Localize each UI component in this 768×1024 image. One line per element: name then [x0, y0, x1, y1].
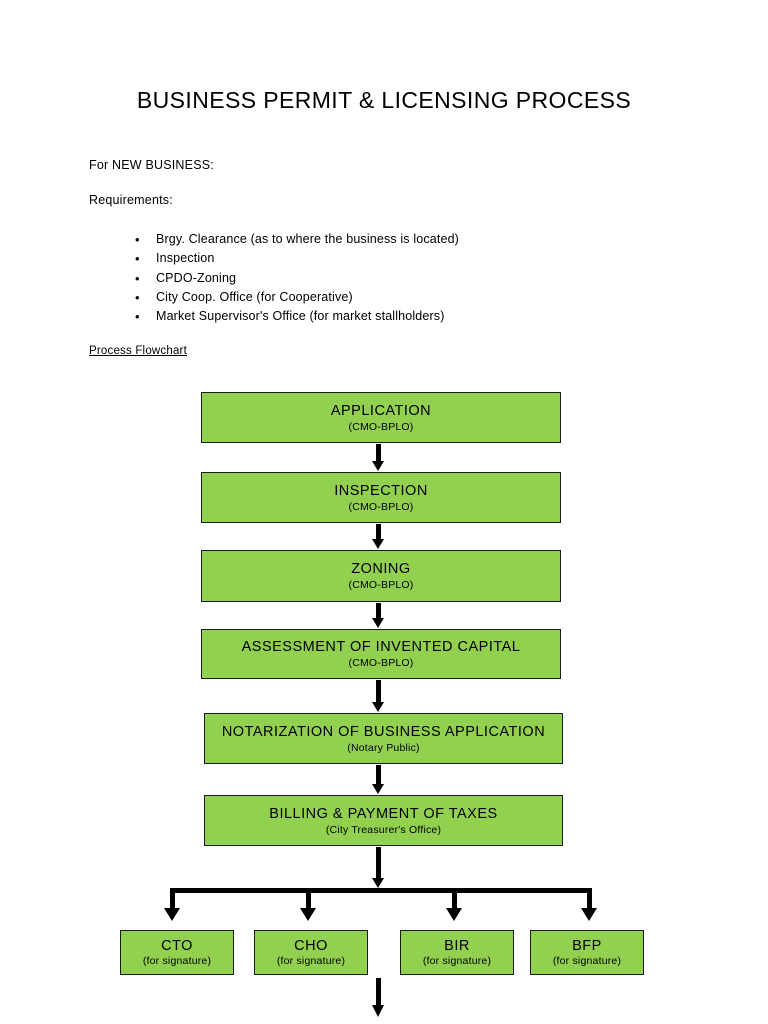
flow-step-subtitle: (CMO-BPLO) — [348, 579, 414, 591]
flow-arrow-down-icon — [372, 978, 385, 1024]
arrow-head — [372, 878, 384, 888]
flow-arrow-down-icon — [372, 524, 385, 549]
flow-step-assessment: ASSESSMENT OF INVENTED CAPITAL (CMO-BPLO… — [201, 629, 561, 679]
arrow-shaft — [376, 978, 381, 1005]
flow-step-subtitle: (CMO-BPLO) — [348, 500, 414, 513]
flow-arrow-down-icon — [372, 847, 385, 890]
branch-shaft — [587, 888, 592, 910]
flow-step-title: ZONING — [351, 561, 411, 577]
flow-step-subtitle: (City Treasurer's Office) — [325, 823, 442, 836]
flow-step-subtitle: (CMO-BPLO) — [348, 657, 414, 669]
bullet-icon: • — [135, 309, 140, 325]
flow-step-bfp: BFP (for signature) — [530, 930, 644, 975]
flow-step-title: CTO — [161, 937, 193, 954]
flow-step-subtitle: (for signature) — [276, 954, 346, 967]
flow-step-subtitle: (Notary Public) — [347, 741, 420, 754]
flow-step-notarization: NOTARIZATION OF BUSINESS APPLICATION (No… — [204, 713, 563, 764]
list-item: • City Coop. Office (for Cooperative) — [128, 288, 459, 307]
list-item-label: CPDO-Zoning — [156, 270, 237, 285]
requirements-heading: Requirements: — [89, 193, 173, 207]
flow-step-title: BFP — [572, 937, 602, 954]
list-item-label: Inspection — [156, 251, 215, 266]
arrow-shaft — [376, 847, 381, 878]
arrow-head — [372, 618, 384, 628]
requirements-list: • Brgy. Clearance (as to where the busin… — [128, 230, 459, 326]
branch-arrow-head-icon — [581, 908, 597, 921]
flow-step-title: CHO — [294, 937, 328, 954]
flow-step-zoning: ZONING (CMO-BPLO) — [201, 550, 561, 602]
flow-step-subtitle: (for signature) — [142, 954, 212, 967]
flow-step-cto: CTO (for signature) — [120, 930, 234, 975]
bullet-icon: • — [135, 289, 140, 305]
flow-arrow-down-icon — [372, 680, 385, 712]
subject-line: For NEW BUSINESS: — [89, 158, 214, 172]
arrow-head — [372, 1005, 384, 1017]
list-item: • Brgy. Clearance (as to where the busin… — [128, 230, 459, 249]
flow-step-title: BIR — [444, 937, 470, 954]
flow-arrow-down-icon — [372, 444, 385, 471]
flow-step-billing: BILLING & PAYMENT OF TAXES (City Treasur… — [204, 795, 563, 846]
branch-shaft — [170, 888, 175, 910]
branch-shaft — [306, 888, 311, 910]
flow-branch-connector — [170, 888, 592, 893]
list-item-label: Brgy. Clearance (as to where the busines… — [156, 232, 459, 246]
list-item: • Market Supervisor's Office (for market… — [128, 307, 459, 326]
arrow-shaft — [376, 765, 381, 784]
arrow-shaft — [376, 444, 381, 461]
bullet-icon: • — [135, 232, 140, 247]
flow-step-bir: BIR (for signature) — [400, 930, 514, 975]
arrow-head — [372, 539, 384, 549]
arrow-head — [372, 784, 384, 794]
flow-step-subtitle: (CMO-BPLO) — [348, 420, 414, 433]
flow-step-cho: CHO (for signature) — [254, 930, 368, 975]
arrow-head — [372, 702, 384, 712]
branch-arrow-head-icon — [446, 908, 462, 921]
page-title: BUSINESS PERMIT & LICENSING PROCESS — [136, 87, 632, 113]
list-item-label: City Coop. Office (for Cooperative) — [156, 289, 353, 304]
bullet-icon: • — [135, 270, 140, 286]
flow-step-title: BILLING & PAYMENT OF TAXES — [269, 805, 498, 822]
branch-arrow-head-icon — [164, 908, 180, 921]
flow-arrow-down-icon — [372, 765, 385, 794]
arrow-shaft — [376, 603, 381, 618]
branch-shaft — [452, 888, 457, 910]
bullet-icon: • — [135, 251, 140, 267]
list-item: • Inspection — [128, 249, 459, 268]
flow-step-title: ASSESSMENT OF INVENTED CAPITAL — [241, 639, 521, 655]
flow-step-inspection: INSPECTION (CMO-BPLO) — [201, 472, 561, 523]
flow-step-title: APPLICATION — [330, 402, 432, 419]
arrow-shaft — [376, 680, 381, 702]
list-item-label: Market Supervisor's Office (for market s… — [156, 309, 445, 324]
branch-arrow-head-icon — [300, 908, 316, 921]
flow-step-subtitle: (for signature) — [422, 954, 492, 967]
flow-arrow-down-icon — [372, 603, 385, 628]
flow-step-subtitle: (for signature) — [552, 954, 622, 967]
arrow-shaft — [376, 524, 381, 539]
arrow-head — [372, 461, 384, 471]
flowchart-caption: Process Flowchart — [89, 345, 187, 357]
flow-step-title: INSPECTION — [334, 482, 428, 499]
flow-step-title: NOTARIZATION OF BUSINESS APPLICATION — [221, 723, 546, 740]
list-item: • CPDO-Zoning — [128, 269, 459, 288]
flow-step-application: APPLICATION (CMO-BPLO) — [201, 392, 561, 443]
